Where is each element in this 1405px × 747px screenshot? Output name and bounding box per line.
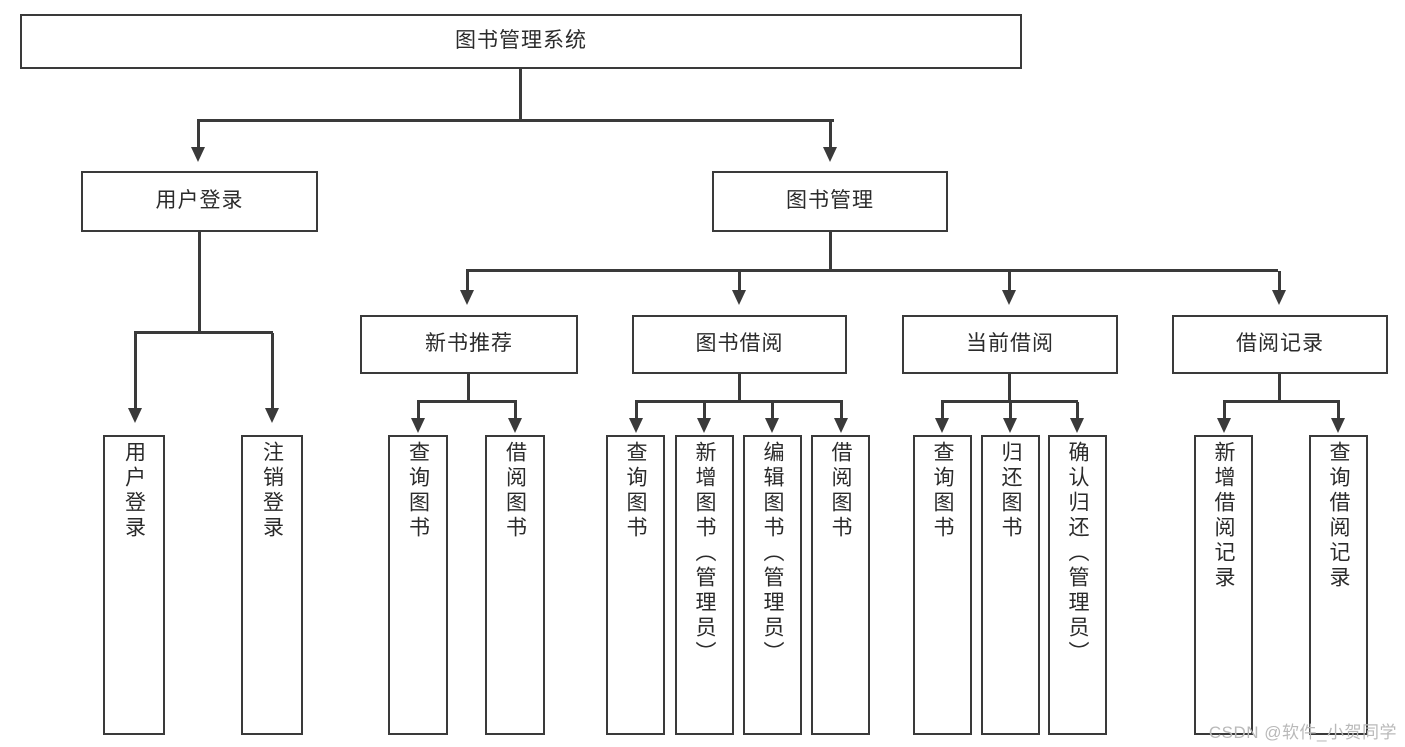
leaf-user-login[interactable]: 用户登录 bbox=[103, 435, 165, 735]
arrowhead-bb-child-2 bbox=[697, 418, 711, 433]
leaf-label: 用户登录 bbox=[122, 441, 146, 541]
connector-nbr-child-2 bbox=[514, 402, 517, 420]
connector-bb-child-3 bbox=[771, 402, 774, 420]
connector-cb-child-1 bbox=[941, 402, 944, 420]
node-label: 图书管理系统 bbox=[455, 29, 587, 53]
arrowhead-leaf-user-login bbox=[128, 408, 142, 423]
leaf-label: 查询借阅记录 bbox=[1327, 441, 1350, 591]
csdn-watermark: CSDN @软件_小贺同学 bbox=[1208, 723, 1397, 742]
connector-nbr-child-1 bbox=[417, 402, 420, 420]
leaf-label: 新增图书（管理员） bbox=[693, 441, 716, 666]
leaf-label: 借阅图书 bbox=[829, 441, 852, 541]
leaf-cb-query-book[interactable]: 查询图书 bbox=[913, 435, 972, 735]
leaf-label: 新增借阅记录 bbox=[1212, 441, 1235, 591]
arrowhead-bb-child-1 bbox=[629, 418, 643, 433]
leaf-label: 查询图书 bbox=[406, 441, 430, 541]
connector-bm-to-borrow-record bbox=[1278, 271, 1281, 292]
node-label: 图书借阅 bbox=[695, 332, 784, 356]
connector-bb-bus bbox=[635, 400, 843, 403]
connector-bb-stem bbox=[738, 374, 741, 402]
connector-bb-child-4 bbox=[840, 402, 843, 420]
connector-bm-to-book-borrow bbox=[738, 271, 741, 292]
connector-root-to-user-login bbox=[197, 121, 200, 149]
leaf-label: 查询图书 bbox=[624, 441, 647, 541]
arrowhead-borrow-record bbox=[1272, 290, 1286, 305]
arrowhead-book-borrow bbox=[732, 290, 746, 305]
node-label: 借阅记录 bbox=[1236, 332, 1324, 356]
arrowhead-current-borrow bbox=[1002, 290, 1016, 305]
connector-cb-bus bbox=[941, 400, 1078, 403]
connector-bb-child-2 bbox=[703, 402, 706, 420]
leaf-label: 编辑图书（管理员） bbox=[761, 441, 784, 666]
leaf-label: 借阅图书 bbox=[503, 441, 527, 541]
leaf-br-query-record[interactable]: 查询借阅记录 bbox=[1309, 435, 1368, 735]
node-new-book-recommend[interactable]: 新书推荐 bbox=[360, 315, 578, 374]
node-book-borrow[interactable]: 图书借阅 bbox=[632, 315, 847, 374]
leaf-bb-add-book-admin[interactable]: 新增图书（管理员） bbox=[675, 435, 734, 735]
node-book-management[interactable]: 图书管理 bbox=[712, 171, 948, 232]
leaf-nbr-query-book[interactable]: 查询图书 bbox=[388, 435, 448, 735]
arrowhead-nbr-child-1 bbox=[411, 418, 425, 433]
connector-user-login-child-1 bbox=[134, 333, 137, 410]
connector-bb-child-1 bbox=[635, 402, 638, 420]
arrowhead-bb-child-3 bbox=[765, 418, 779, 433]
connector-br-bus bbox=[1223, 400, 1340, 403]
connector-book-management-bus bbox=[466, 269, 1278, 272]
arrowhead-br-child-1 bbox=[1217, 418, 1231, 433]
leaf-label: 查询图书 bbox=[931, 441, 954, 541]
node-current-borrow[interactable]: 当前借阅 bbox=[902, 315, 1118, 374]
node-user-login[interactable]: 用户登录 bbox=[81, 171, 318, 232]
connector-cb-child-3 bbox=[1076, 402, 1079, 420]
node-root-book-management-system[interactable]: 图书管理系统 bbox=[20, 14, 1022, 69]
connector-nbr-stem bbox=[467, 374, 470, 402]
connector-root-stem bbox=[519, 69, 522, 121]
arrowhead-book-management bbox=[823, 147, 837, 162]
node-label: 用户登录 bbox=[155, 189, 244, 213]
connector-bm-to-current-borrow bbox=[1008, 271, 1011, 292]
leaf-label: 确认归还（管理员） bbox=[1066, 441, 1089, 666]
connector-root-to-book-management bbox=[829, 121, 832, 149]
arrowhead-new-book-recommend bbox=[460, 290, 474, 305]
connector-br-stem bbox=[1278, 374, 1281, 402]
arrowhead-nbr-child-2 bbox=[508, 418, 522, 433]
arrowhead-bb-child-4 bbox=[834, 418, 848, 433]
leaf-logout[interactable]: 注销登录 bbox=[241, 435, 303, 735]
connector-root-bus bbox=[197, 119, 834, 122]
connector-cb-child-2 bbox=[1009, 402, 1012, 420]
node-label: 图书管理 bbox=[786, 189, 874, 213]
arrowhead-br-child-2 bbox=[1331, 418, 1345, 433]
connector-book-management-stem bbox=[829, 232, 832, 271]
leaf-nbr-borrow-book[interactable]: 借阅图书 bbox=[485, 435, 545, 735]
leaf-label: 注销登录 bbox=[260, 441, 284, 541]
node-borrow-record[interactable]: 借阅记录 bbox=[1172, 315, 1388, 374]
leaf-br-add-record[interactable]: 新增借阅记录 bbox=[1194, 435, 1253, 735]
leaf-cb-return-book[interactable]: 归还图书 bbox=[981, 435, 1040, 735]
arrowhead-cb-child-2 bbox=[1003, 418, 1017, 433]
arrowhead-leaf-logout bbox=[265, 408, 279, 423]
leaf-bb-query-book[interactable]: 查询图书 bbox=[606, 435, 665, 735]
leaf-bb-edit-book-admin[interactable]: 编辑图书（管理员） bbox=[743, 435, 802, 735]
node-label: 新书推荐 bbox=[425, 332, 513, 356]
arrowhead-cb-child-1 bbox=[935, 418, 949, 433]
connector-br-child-2 bbox=[1337, 402, 1340, 420]
connector-bm-to-new-book bbox=[466, 271, 469, 292]
leaf-bb-borrow-book[interactable]: 借阅图书 bbox=[811, 435, 870, 735]
connector-cb-stem bbox=[1008, 374, 1011, 402]
arrowhead-cb-child-3 bbox=[1070, 418, 1084, 433]
connector-nbr-bus bbox=[417, 400, 517, 403]
connector-user-login-bus bbox=[134, 331, 273, 334]
leaf-cb-confirm-return-admin[interactable]: 确认归还（管理员） bbox=[1048, 435, 1107, 735]
arrowhead-user-login bbox=[191, 147, 205, 162]
connector-user-login-child-2 bbox=[271, 333, 274, 410]
connector-user-login-stem bbox=[198, 232, 201, 333]
connector-br-child-1 bbox=[1223, 402, 1226, 420]
node-label: 当前借阅 bbox=[966, 332, 1054, 356]
leaf-label: 归还图书 bbox=[999, 441, 1022, 541]
